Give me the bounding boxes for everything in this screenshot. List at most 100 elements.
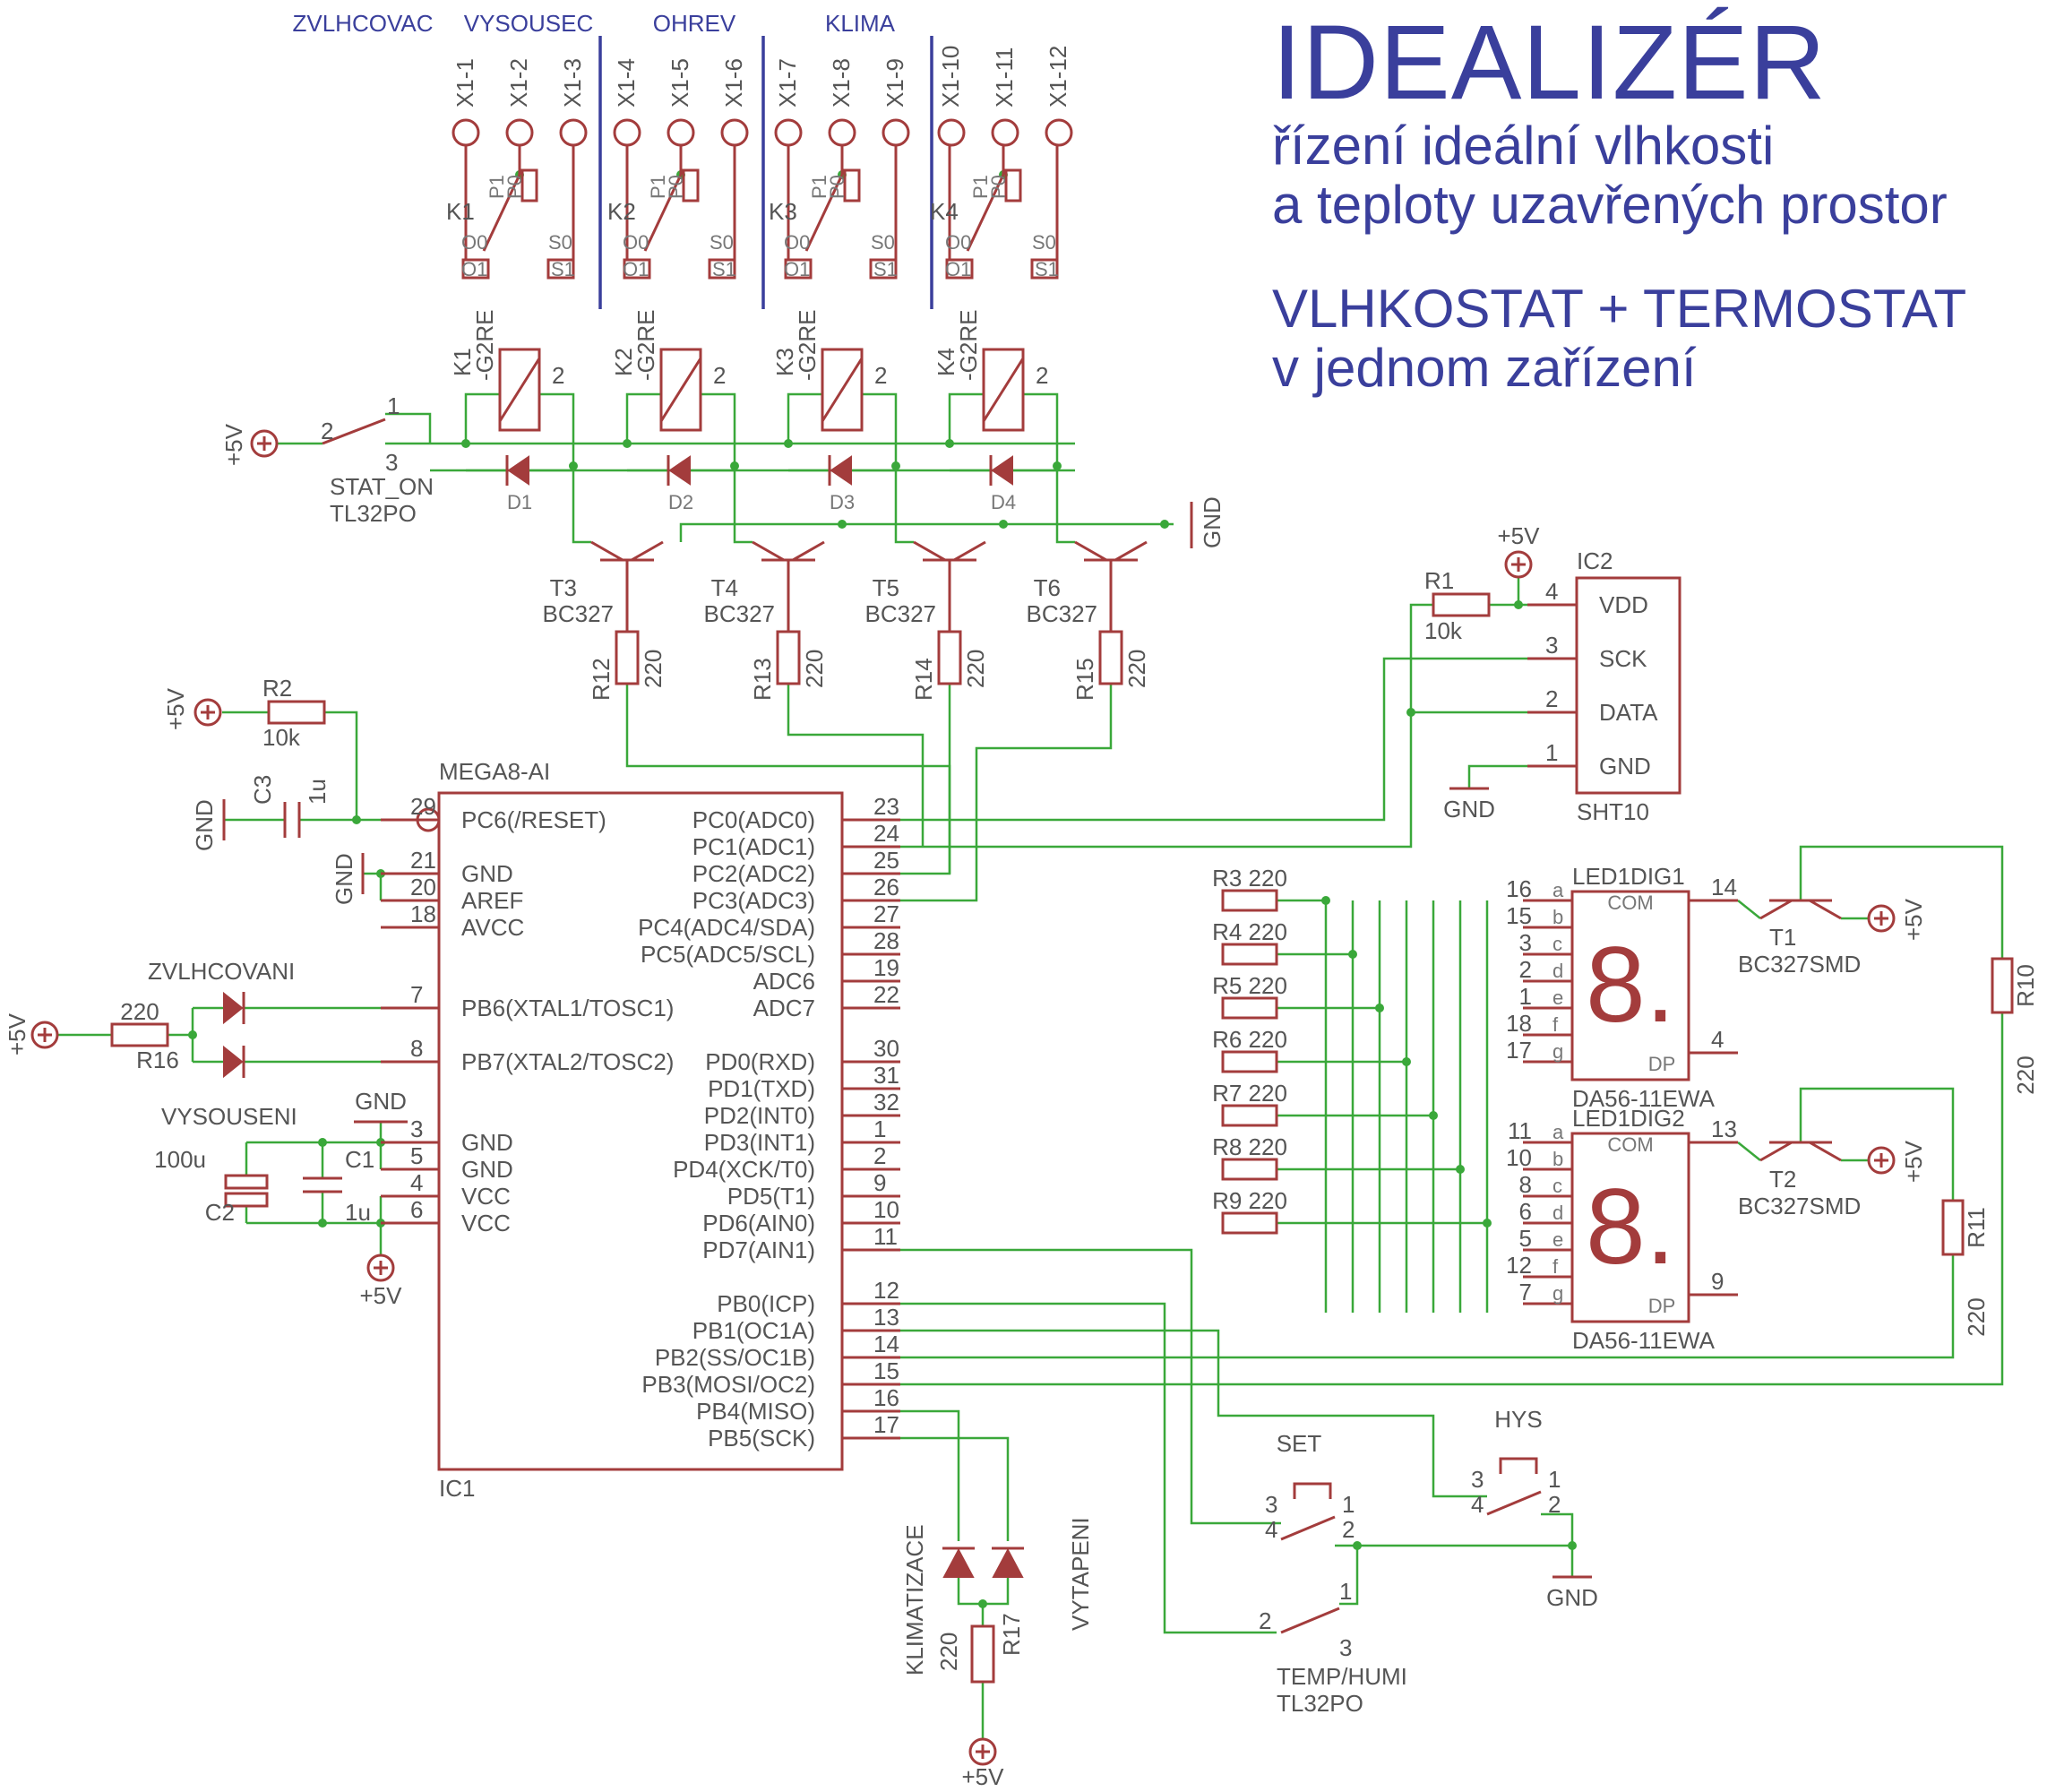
r10-wire-a [1799, 845, 2004, 959]
diode-label-d4: D4 [991, 491, 1016, 513]
mcu-pin-name-l: PC6(/RESET) [461, 806, 606, 833]
base-resistor-name: R15 [1071, 658, 1098, 701]
diode-label-d1: D1 [507, 491, 532, 513]
title-line-4: v jednom zařízení [1272, 338, 1697, 398]
display-com-pin: 14 [1711, 874, 1737, 900]
r16-value: 220 [120, 998, 159, 1025]
mcu-pin-num-r: 26 [873, 874, 899, 900]
coil-pin2: 2 [1036, 362, 1048, 389]
relay-coil-slash [821, 358, 864, 422]
mcu-pin-num-l: 7 [410, 981, 423, 1008]
junction-dot [999, 520, 1008, 529]
mode-led-body [992, 1547, 1024, 1578]
vyt-wire [900, 1436, 1010, 1541]
terminal-label-x1-12: X1-12 [1045, 46, 1071, 108]
c2-bottom-plate [224, 1192, 269, 1208]
sensor-pin-num: 2 [1545, 685, 1558, 712]
hys-button-pin3: 3 [1471, 1466, 1484, 1493]
transistor-name-t5: T5 [873, 574, 899, 601]
mcu-pin-num-r: 30 [873, 1035, 899, 1062]
digit-transistor-name: T1 [1769, 924, 1796, 951]
mcu-pin-name-l: AREF [461, 887, 523, 914]
contact-s1-box [708, 258, 736, 280]
transistor-emitter [752, 540, 785, 562]
mcu-body [437, 791, 844, 1471]
base-resistor-name: R14 [910, 658, 937, 701]
display-com-label: COM [1607, 892, 1653, 914]
segment-resistor [1221, 1050, 1278, 1073]
display-seg-pin: 5 [1519, 1225, 1532, 1252]
coil-type: -G2RE [632, 310, 659, 381]
contact-p-box [1004, 168, 1022, 202]
base-resistor [776, 630, 801, 685]
parts [30, 36, 2014, 1766]
button-gnd-wire [1335, 1544, 1574, 1577]
plus5v-reset [194, 698, 222, 727]
terminal-label-x1-4: X1-4 [613, 58, 640, 108]
set-button-pin3: 3 [1265, 1491, 1277, 1518]
reset-not-circle [416, 807, 441, 832]
segment-resistor-label: R8 220 [1212, 1133, 1287, 1160]
base-resistor-value: 220 [801, 650, 828, 688]
transistor-wire-c [1055, 466, 1075, 544]
coil-wire-b [862, 392, 898, 466]
terminal-x1-1 [452, 118, 480, 147]
mcu-pin-num-l: 6 [410, 1196, 423, 1223]
mcu-pin-num-r: 2 [873, 1142, 886, 1169]
contact-p-box [520, 168, 538, 202]
mcu-pin-num-r: 10 [873, 1196, 899, 1223]
mcu-pin-name-l: VCC [461, 1183, 511, 1210]
toggle-pin2: 2 [1259, 1607, 1271, 1634]
sensor-body [1575, 576, 1681, 795]
junction-dot [1375, 1004, 1384, 1012]
emitter-bus [679, 522, 1174, 542]
mcu-pin-name-l: GND [461, 1129, 513, 1156]
transistor-collector [953, 540, 986, 562]
display-seg-letter: c [1552, 933, 1562, 955]
display-body [1570, 890, 1690, 1081]
base-resistor-name: R12 [588, 658, 615, 701]
contact-pin-o1: O1 [945, 258, 971, 280]
coil-name: K2 [610, 348, 637, 376]
hys-button-blade [1486, 1490, 1542, 1516]
mcu-pin-num-r: 19 [873, 954, 899, 981]
transistor-type: BC327 [1027, 600, 1098, 627]
terminal-x1-9 [882, 118, 910, 147]
sensor-pin-num: 1 [1545, 739, 1558, 766]
relay-coil [821, 348, 864, 432]
contact-pin-s0: S0 [1032, 231, 1056, 254]
display-seg-letter: g [1552, 1040, 1563, 1063]
coil-wire-b [1023, 392, 1059, 466]
contact-o1-box [784, 258, 813, 280]
display-seg-pin: 15 [1506, 902, 1532, 929]
base-resistor-name: R13 [749, 658, 776, 701]
contact-name-k1: K1 [446, 198, 475, 225]
digit-transistor-name: T2 [1769, 1166, 1796, 1193]
terminal-x1-8 [828, 118, 856, 147]
contact-pin-p0: P0 [665, 175, 687, 199]
contact-pin-p1: P1 [486, 175, 508, 199]
stat-name: STAT_ON [330, 473, 434, 500]
coil-wire-b [539, 392, 575, 466]
transistor-type: BC327 [704, 600, 776, 627]
mcu-pin-num-r: 17 [873, 1411, 899, 1438]
segment-resistor [1221, 1211, 1278, 1235]
coil-pin2: 2 [552, 362, 564, 389]
hys-wire [900, 1329, 1487, 1498]
title-block: IDEALIZÉR řízení ideální vlhkosti a tepl… [1272, 9, 1966, 398]
display-seg-pin: 2 [1519, 956, 1532, 983]
sck-wire [900, 657, 1527, 822]
segment-resistor [1221, 889, 1278, 912]
mcu-pin-name-l: VCC [461, 1210, 511, 1236]
sensor-name: IC2 [1577, 547, 1613, 574]
terminal-x1-3 [559, 118, 588, 147]
plus5v-led [30, 1021, 59, 1049]
display-seg-letter: b [1552, 906, 1563, 928]
contact-blade [966, 174, 1005, 252]
relay-coil [498, 348, 541, 432]
hys-button-pin4: 4 [1471, 1491, 1484, 1518]
terminal-label-x1-2: X1-2 [505, 58, 532, 108]
diode-label-d2: D2 [668, 491, 693, 513]
sensor-pin-name: GND [1599, 753, 1651, 780]
display-seg-letter: a [1552, 1121, 1564, 1143]
